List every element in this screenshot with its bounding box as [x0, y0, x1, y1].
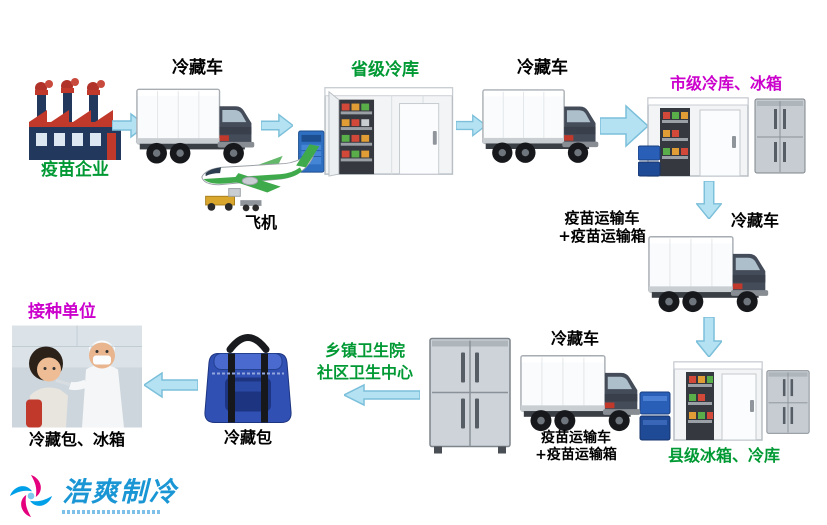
flow-arrow-fridge-to-coolerbag [344, 383, 420, 407]
transport-label-right: 疫苗运输车 +疫苗运输箱 [550, 209, 654, 245]
flow-arrow-provincial-to-truck [456, 114, 486, 137]
truck-label-right: 冷藏车 [730, 211, 779, 230]
vaccine-factory-illustration [25, 78, 125, 166]
truck-label-top-right: 冷藏车 [517, 58, 568, 78]
logo-text: 浩爽制冷 [62, 476, 178, 508]
flow-arrow-truck-to-provincial [261, 113, 293, 138]
clinic-label-line2: 社区卫生中心 [316, 362, 413, 382]
flow-arrow-truck-to-municipal [600, 104, 648, 148]
vaccination-unit-label: 接种单位 [28, 302, 96, 322]
refrigerated-truck-4-illustration [520, 347, 644, 437]
flow-arrow-truck-down-to-county [696, 317, 722, 357]
logo-pinwheel-icon [9, 474, 53, 518]
truck-label-top-left: 冷藏车 [172, 58, 223, 78]
municipal-storage-label: 市级冷库、冰箱 [669, 74, 782, 93]
refrigerated-truck-2-illustration [482, 80, 602, 170]
cooler-bag-illustration [198, 325, 298, 428]
cooler-bag-label: 冷藏包 [223, 428, 272, 447]
transport-label-bottom-line2: +疫苗运输箱 [535, 446, 617, 463]
upright-fridge-illustration [428, 336, 512, 457]
county-storage-label: 县级冰箱、冷库 [667, 446, 780, 465]
flow-arrow-coolerbag-to-vaccination [144, 371, 198, 399]
logo-tagline-placeholder [62, 509, 162, 514]
county-cold-storage-illustration [638, 358, 810, 444]
municipal-cold-storage-illustration [638, 94, 810, 180]
company-logo: 浩爽制冷 [8, 473, 178, 519]
vaccination-equipment-label: 冷藏包、冰箱 [28, 430, 125, 449]
provincial-storage-label: 省级冷库 [351, 60, 419, 80]
clinic-label-line1: 乡镇卫生院 [324, 341, 405, 360]
vaccination-photo [12, 325, 142, 428]
transport-label-right-line1: 疫苗运输车 [564, 209, 640, 227]
factory-label: 疫苗企业 [41, 160, 109, 180]
transport-label-bottom: 疫苗运输车 +疫苗运输箱 [516, 430, 636, 464]
transport-label-right-line2: +疫苗运输箱 [558, 227, 646, 245]
truck-label-bottom: 冷藏车 [550, 329, 599, 348]
refrigerated-truck-3-illustration [648, 228, 772, 318]
airplane-label: 飞机 [244, 213, 277, 232]
clinic-label: 乡镇卫生院 社区卫生中心 [300, 340, 430, 383]
cargo-airplane-illustration [196, 138, 326, 218]
flow-arrow-municipal-down [696, 181, 722, 219]
transport-label-bottom-line1: 疫苗运输车 [541, 430, 611, 446]
